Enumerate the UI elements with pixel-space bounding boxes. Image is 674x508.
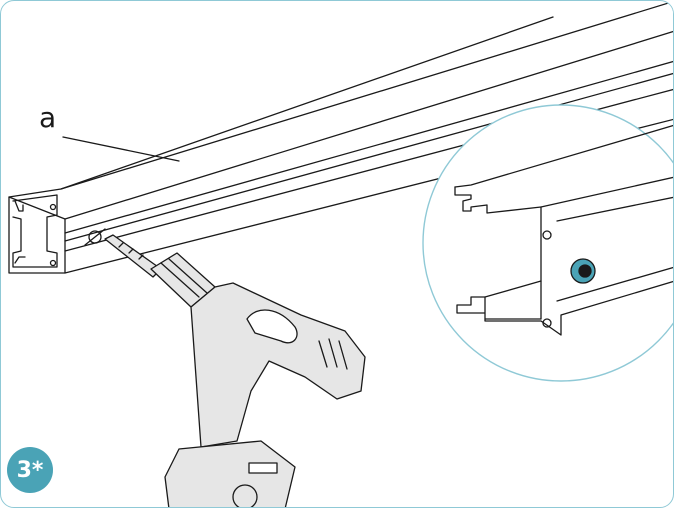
step-badge: 3*	[7, 447, 53, 493]
drill-mark-icon	[84, 228, 106, 246]
drill-icon	[104, 234, 366, 507]
rail-profile	[8, 1, 673, 274]
detail-magnifier	[422, 104, 673, 382]
part-leader-line	[62, 136, 180, 162]
part-label: a	[39, 101, 57, 134]
